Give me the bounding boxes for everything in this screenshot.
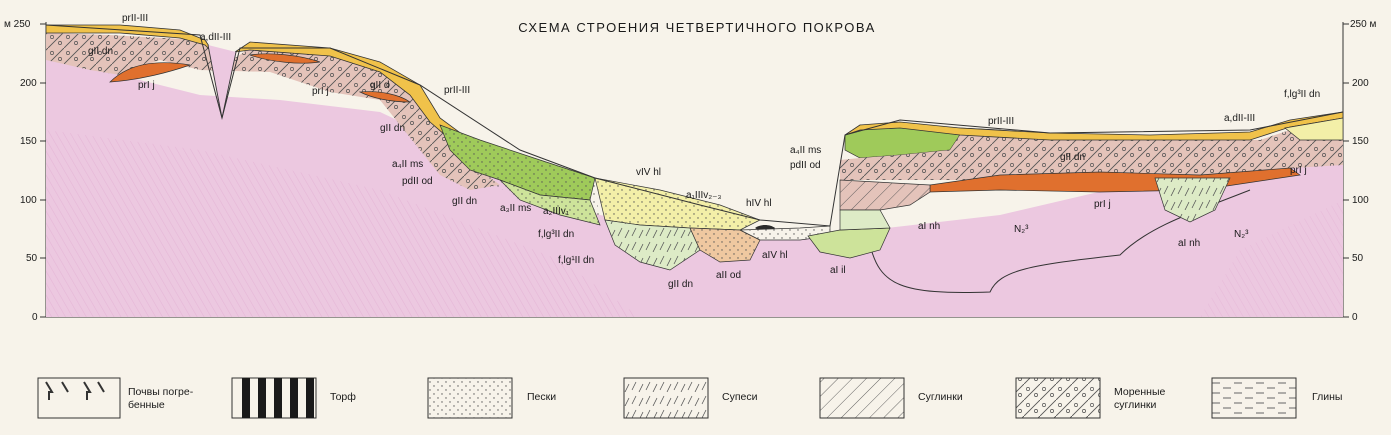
right-tick: 50 bbox=[1352, 253, 1364, 264]
label-prI-j: prI j bbox=[138, 80, 155, 91]
right-tick: 200 bbox=[1352, 78, 1369, 89]
legend-label-loam: Суглинки bbox=[918, 391, 963, 403]
legend: Почвы погре-бенные Торф Пески Супеси Суг… bbox=[37, 377, 1342, 419]
label-prII-III: prII-III bbox=[122, 13, 148, 24]
label-aI-il: aI il bbox=[830, 265, 846, 276]
label-N2: N₂³ bbox=[1014, 224, 1029, 235]
label-aIV-hl: aIV hl bbox=[762, 250, 788, 261]
legend-item-sandy-loam: Супеси bbox=[623, 377, 758, 419]
label-prII-III: prII-III bbox=[988, 116, 1014, 127]
sand-right-edge bbox=[1284, 117, 1344, 141]
right-tick: 100 bbox=[1352, 195, 1369, 206]
legend-item-peat: Торф bbox=[231, 377, 356, 419]
label-gII-dn: gII dn bbox=[668, 279, 693, 290]
label-flg-dn: f,lg³II dn bbox=[538, 229, 574, 240]
diagram-title: СХЕМА СТРОЕНИЯ ЧЕТВЕРТИЧНОГО ПОКРОВА bbox=[518, 20, 876, 35]
sand-lens-dots bbox=[595, 178, 760, 230]
label-gII-dn: gII dn bbox=[380, 123, 405, 134]
moraine-loam-left-hatch bbox=[46, 33, 500, 190]
label-pdIIod: pdII od bbox=[790, 160, 821, 171]
loess-top-right bbox=[844, 111, 1344, 141]
label-aI-nh: aI nh bbox=[918, 221, 940, 232]
legend-label-buried-soils: Почвы погре-бенные bbox=[128, 386, 194, 411]
label-a4IIms: a₄II ms bbox=[392, 159, 423, 170]
n2-contour bbox=[869, 189, 1251, 293]
label-aII-od: aII od bbox=[716, 270, 741, 281]
label-pdIIod: pdII od bbox=[402, 176, 433, 187]
peach-lens-dots bbox=[690, 228, 760, 262]
left-axis-unit: м 250 bbox=[4, 19, 31, 30]
left-tick: 50 bbox=[26, 253, 38, 264]
label-adII-III: a,dII-III bbox=[1224, 113, 1255, 124]
left-axis: м 250 200 150 100 50 0 bbox=[4, 19, 47, 323]
moraine-loam-right-hatch bbox=[840, 120, 1343, 180]
legend-item-sand: Пески bbox=[427, 377, 556, 419]
label-a4IIms: a₄II ms bbox=[790, 145, 821, 156]
legend-label-sand: Пески bbox=[527, 391, 556, 403]
left-tick: 100 bbox=[20, 195, 37, 206]
label-prII-III: prII-III bbox=[444, 85, 470, 96]
label-aI-nh: aI nh bbox=[1178, 238, 1200, 249]
label-hIVhl: hIV hl bbox=[746, 198, 772, 209]
label-a3IIms: a₃II ms bbox=[500, 203, 531, 214]
label-gII-dn: gII dn bbox=[88, 46, 113, 57]
terrain-surface-line bbox=[45, 24, 1344, 227]
pale-green-pocket-right-hatch bbox=[1155, 178, 1230, 222]
label-a1IIIv: a₁IIIv₂₋₃ bbox=[686, 190, 722, 201]
orange-soil-lens-2 bbox=[249, 53, 321, 64]
label-N2: N₂³ bbox=[1234, 229, 1249, 240]
label-a2IIIv1: a₂IIIv₁ bbox=[543, 206, 570, 217]
green-dots-slope bbox=[440, 125, 600, 225]
right-axis: 250 м 200 150 100 50 0 bbox=[1342, 19, 1376, 323]
left-tick: 200 bbox=[20, 78, 37, 89]
right-axis-unit: 250 м bbox=[1350, 19, 1376, 30]
pale-green-under-loam bbox=[839, 209, 891, 231]
orange-soil-lens-3 bbox=[358, 91, 412, 103]
legend-label-clay: Глины bbox=[1312, 391, 1342, 403]
label-adII-III: a,dII-III bbox=[200, 32, 231, 43]
pale-green-lens-hatch bbox=[605, 220, 700, 270]
legend-item-clay: Глины bbox=[1211, 377, 1342, 419]
orange-soil-lens-1 bbox=[109, 62, 191, 83]
label-flg-dn: f,lg¹II dn bbox=[558, 255, 594, 266]
bedrock-hatch-right bbox=[1200, 200, 1343, 317]
left-tick: 0 bbox=[32, 312, 38, 323]
label-gII-dn: gII dn bbox=[452, 196, 477, 207]
label-prI-j: prI j bbox=[1094, 199, 1111, 210]
label-gII-d: gII d bbox=[370, 80, 389, 91]
label-gII-dn: gII dn bbox=[1060, 152, 1085, 163]
right-tick: 0 bbox=[1352, 312, 1358, 323]
legend-label-peat: Торф bbox=[330, 391, 356, 403]
label-flg-dn: f,lg³II dn bbox=[1284, 89, 1320, 100]
left-tick: 150 bbox=[20, 136, 37, 147]
bedrock-hatch bbox=[46, 130, 640, 317]
right-tick: 150 bbox=[1352, 136, 1369, 147]
legend-label-sandy-loam: Супеси bbox=[722, 391, 758, 403]
label-prI-j: prI j bbox=[1290, 165, 1307, 176]
label-prI-j: prI j bbox=[312, 86, 329, 97]
legend-item-buried-soils: Почвы погре-бенные bbox=[37, 377, 194, 419]
geo-labels: prII-III a,dII-III gII dn prI j prI j gI… bbox=[88, 13, 1320, 290]
loam-band-center-hatch bbox=[840, 180, 930, 210]
legend-item-loam: Суглинки bbox=[819, 377, 963, 419]
label-vIVhl: vIV hl bbox=[636, 167, 661, 178]
valley-floor-sand-dots bbox=[740, 226, 830, 240]
